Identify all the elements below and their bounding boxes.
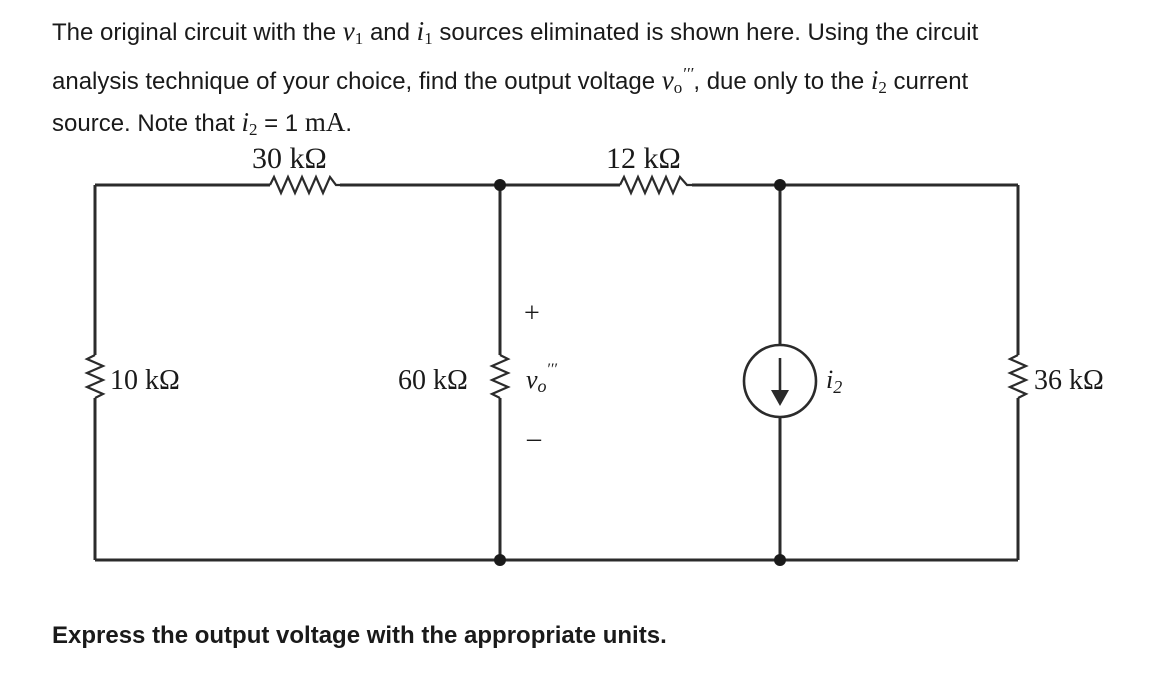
resistor-right-branch xyxy=(1007,185,1029,560)
problem-text: . xyxy=(345,110,352,137)
symbol-i2: i2 xyxy=(241,107,258,139)
node-dot xyxy=(774,179,786,191)
symbol-vo-triple-prime: vo′′′ xyxy=(661,64,694,97)
label-r-right: 36 kΩ xyxy=(1034,365,1104,396)
problem-line-1: The original circuit with the v1 and i1 … xyxy=(52,14,1142,56)
problem-text: , due only to the xyxy=(693,68,865,95)
symbol-i1: i1 xyxy=(416,16,433,48)
problem-text: analysis technique of your choice, find … xyxy=(52,68,656,95)
label-vo: vo′′′ xyxy=(526,361,558,396)
problem-text: = 1 xyxy=(264,110,299,137)
vo-plus-sign: + xyxy=(524,298,540,329)
resistor-top-right xyxy=(619,174,692,196)
problem-text: The original circuit with the xyxy=(52,19,337,46)
problem-statement: The original circuit with the v1 and i1 … xyxy=(52,14,1142,147)
problem-text: source. Note that xyxy=(52,110,235,137)
label-i2: i2 xyxy=(826,365,842,397)
symbol-v1: v1 xyxy=(342,16,364,48)
node-dot xyxy=(494,554,506,566)
label-r-top-left: 30 kΩ xyxy=(252,142,327,175)
unit-ma: mA xyxy=(304,107,346,137)
current-source xyxy=(742,185,818,560)
problem-text: sources eliminated is shown here. Using … xyxy=(439,19,979,46)
resistor-left-branch xyxy=(84,185,106,560)
problem-line-2: analysis technique of your choice, find … xyxy=(52,56,1142,105)
label-r-middle: 60 kΩ xyxy=(398,365,468,396)
symbol-i2: i2 xyxy=(870,65,887,97)
problem-text: current xyxy=(893,68,969,95)
junction-nodes xyxy=(494,179,786,566)
answer-instruction: Express the output voltage with the appr… xyxy=(52,622,667,649)
vo-minus-sign: – xyxy=(526,423,542,454)
problem-line-3: source. Note that i2 = 1 mA. xyxy=(52,105,1142,147)
problem-text: and xyxy=(369,19,410,46)
node-dot xyxy=(774,554,786,566)
resistor-middle-branch xyxy=(489,185,511,560)
label-r-left: 10 kΩ xyxy=(110,365,180,396)
node-dot xyxy=(494,179,506,191)
resistor-top-left xyxy=(269,174,340,196)
label-r-top-right: 12 kΩ xyxy=(606,142,681,175)
